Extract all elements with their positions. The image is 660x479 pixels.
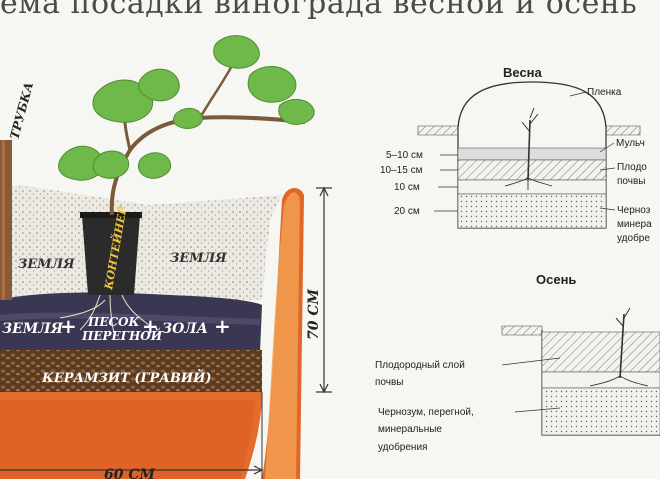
spring-header: Весна [503, 65, 543, 80]
soil-left-label: ЗЕМЛЯ [18, 257, 75, 272]
spring-chernozem-label-3: удобре [617, 232, 650, 244]
mix-plus-2: + [142, 314, 159, 338]
container [82, 215, 140, 295]
soil-fill [0, 185, 282, 300]
spring-chernozem-label-2: минера [617, 219, 652, 230]
autumn-diagram: Осень Плодородный слой почвы Чернозум, п… [375, 272, 660, 453]
spring-mulch-layer [457, 147, 607, 161]
autumn-seedling [619, 313, 625, 379]
autumn-chernozem-label-3: удобрения [378, 441, 427, 453]
autumn-header: Осень [536, 272, 576, 287]
autumn-fertile-label: Плодородный слой [375, 360, 465, 371]
autumn-chernozem-label-2: минеральные [378, 424, 442, 435]
autumn-fertile-layer [541, 331, 660, 373]
spring-dim-2: 10–15 см [380, 165, 423, 176]
spring-chernozem-layer [457, 193, 607, 229]
mix-sand-label: ПЕСОК [87, 315, 140, 329]
mix-ash-label: ЗОЛА [162, 321, 208, 337]
width-label: 60 СМ [104, 467, 155, 479]
mix-plus-3: + [214, 314, 231, 338]
tube-label: ТРУБКА [7, 81, 36, 141]
pit-diagram: ТРУБКА ЗЕМЛЯ ЗЕМЛЯ КОНТЕЙНЕР ЗЕМЛЯ + ПЕС… [0, 35, 332, 479]
spring-fertile-label-2: почвы [617, 176, 645, 187]
mix-layer [0, 292, 262, 352]
autumn-fertile-label-2: почвы [375, 377, 403, 388]
tube [0, 140, 12, 300]
gravel-layer [0, 350, 262, 392]
spring-dim-1: 5–10 см [386, 150, 423, 161]
spring-dim-4: 20 см [394, 206, 420, 217]
spring-mulch-label: Мульч [616, 138, 645, 149]
spring-seedling [527, 119, 531, 181]
spring-diagram: Весна 5–10 см 10–15 см 10 см 20 см Пленк… [380, 65, 652, 244]
gravel-label: КЕРАМЗИТ (ГРАВИЙ) [41, 369, 212, 386]
mix-humus-label: ПЕРЕГНОЙ [81, 327, 163, 343]
autumn-chernozem-layer [541, 387, 660, 436]
vine-leaves [58, 35, 315, 181]
spring-dim-3: 10 см [394, 182, 420, 193]
page-title: ема посадки винограда весной и осень [0, 0, 638, 21]
spring-film-label: Пленка [587, 87, 622, 98]
film-dome [457, 81, 607, 129]
spring-fertile-layer [457, 159, 607, 181]
spring-fertile-label: Плодо [617, 162, 647, 173]
autumn-chernozem-label: Чернозум, перегной, [378, 407, 474, 418]
mix-soil-label: ЗЕМЛЯ [2, 321, 64, 337]
depth-label: 70 СМ [306, 289, 322, 340]
soil-right-label: ЗЕМЛЯ [170, 251, 227, 266]
spring-chernozem-label: Черноз [617, 205, 651, 216]
mix-plus-1: + [60, 314, 77, 338]
